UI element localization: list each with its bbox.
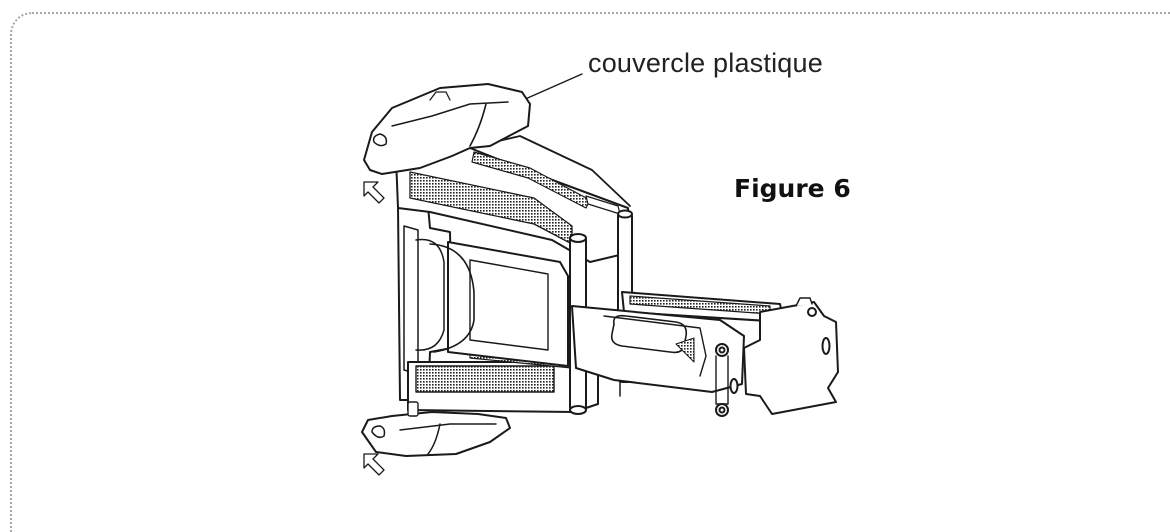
tv-bracket-hole-3 (807, 307, 817, 317)
tv-bracket-hole-2 (729, 378, 739, 394)
callout-label: couvercle plastique (588, 48, 823, 78)
arrow-icon-bottom (363, 453, 385, 476)
arrow-icon-top (363, 181, 385, 204)
bottom-cover-hole (371, 425, 386, 439)
bottom-cover-detail (399, 423, 497, 431)
bolt-2-core (718, 406, 726, 414)
top-cover-bump (429, 91, 451, 101)
hinge-pin-1-top (569, 233, 587, 243)
dotted-frame (10, 12, 1170, 532)
lower-hatch-panel (415, 365, 555, 393)
top-cover-hole (372, 133, 388, 147)
tv-bracket-plate (743, 301, 839, 415)
figure-label: Figure 6 (734, 174, 851, 203)
wall-plate-back (403, 225, 419, 375)
bolt-1-core (718, 346, 726, 354)
tv-mount-drawing (361, 73, 839, 476)
upper-hatch-top (471, 151, 591, 209)
top-plastic-cover (363, 83, 531, 175)
extension-hatch-wedge (675, 337, 695, 363)
hinge-pin-1-bottom (569, 405, 587, 415)
tv-bracket-hole-1 (821, 337, 831, 355)
tv-bracket-tab (795, 297, 813, 307)
wall-plate-cutout (415, 238, 445, 351)
central-plate-inner (469, 259, 549, 351)
extension-inner (603, 315, 707, 377)
bolt-stem (715, 355, 729, 405)
hinge-pin-2-top (617, 209, 633, 219)
bottom-plastic-cover (361, 411, 511, 457)
bottom-cover-pin (407, 401, 419, 417)
bottom-cover-curve (427, 423, 441, 455)
central-plate-cutout (429, 243, 475, 353)
top-cover-detail (391, 101, 509, 127)
top-cover-curve (469, 103, 487, 147)
central-plate (447, 241, 569, 367)
